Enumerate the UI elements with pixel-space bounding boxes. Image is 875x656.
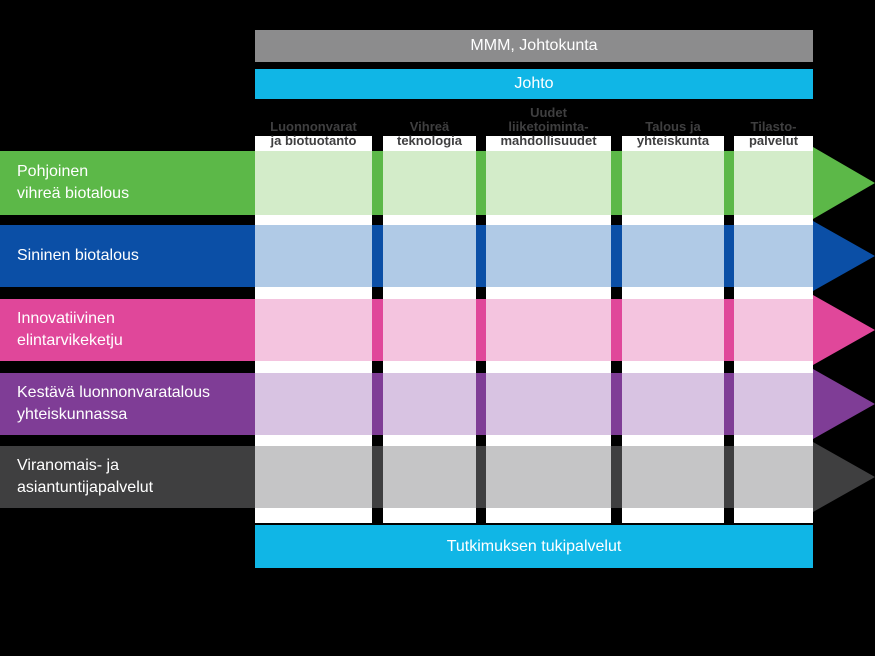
cell-1-3 [486, 151, 611, 215]
cell-2-2 [383, 225, 476, 287]
management-bar: Johto [255, 69, 813, 99]
row-3: Innovatiivinen elintarvikeketju [0, 295, 875, 365]
cell-5-1 [255, 446, 372, 508]
cell-3-2 [383, 299, 476, 361]
cell-4-4 [622, 373, 724, 435]
cell-5-4 [622, 446, 724, 508]
row-5: Viranomais- ja asiantuntijapalvelut [0, 442, 875, 512]
management-title: Johto [514, 75, 554, 92]
cell-4-1 [255, 373, 372, 435]
cell-1-2 [383, 151, 476, 215]
board-title: MMM, Johtokunta [470, 37, 598, 54]
cell-1-5 [734, 151, 813, 215]
column-header-2: Vihreä teknologia [396, 119, 462, 148]
cell-5-2 [383, 446, 476, 508]
cell-3-4 [622, 299, 724, 361]
cell-4-3 [486, 373, 611, 435]
cell-3-3 [486, 299, 611, 361]
cell-1-1 [255, 151, 372, 215]
row-label-3: Innovatiivinen elintarvikeketju [17, 310, 123, 349]
column-header-5: Tilasto- palvelut [748, 119, 799, 148]
row-4: Kestävä luonnonvaratalous yhteiskunnassa [0, 369, 875, 439]
row-2: Sininen biotalous [0, 221, 875, 291]
cell-3-5 [734, 299, 813, 361]
column-header-4: Talous ja yhteiskunta [636, 119, 710, 148]
cell-2-3 [486, 225, 611, 287]
cell-2-1 [255, 225, 372, 287]
row-1: Pohjoinen vihreä biotalous [0, 147, 875, 219]
cell-5-3 [486, 446, 611, 508]
row-label-4: Kestävä luonnonvaratalous yhteiskunnassa [17, 384, 211, 423]
row-label-1: Pohjoinen vihreä biotalous [17, 163, 130, 202]
column-header-3: Uudet liiketoiminta- mahdollisuudet [500, 105, 597, 148]
support-services-bar: Tutkimuksen tukipalvelut [255, 525, 813, 568]
cell-4-2 [383, 373, 476, 435]
cell-3-1 [255, 299, 372, 361]
cell-5-5 [734, 446, 813, 508]
cell-2-4 [622, 225, 724, 287]
support-services-title: Tutkimuksen tukipalvelut [446, 537, 622, 555]
cell-4-5 [734, 373, 813, 435]
row-label-5: Viranomais- ja asiantuntijapalvelut [17, 457, 154, 496]
cell-1-4 [622, 151, 724, 215]
column-header-1: Luonnonvarat ja biotuotanto [270, 119, 357, 148]
cell-2-5 [734, 225, 813, 287]
board-bar: MMM, Johtokunta [255, 30, 813, 62]
row-label-2: Sininen biotalous [17, 247, 139, 264]
